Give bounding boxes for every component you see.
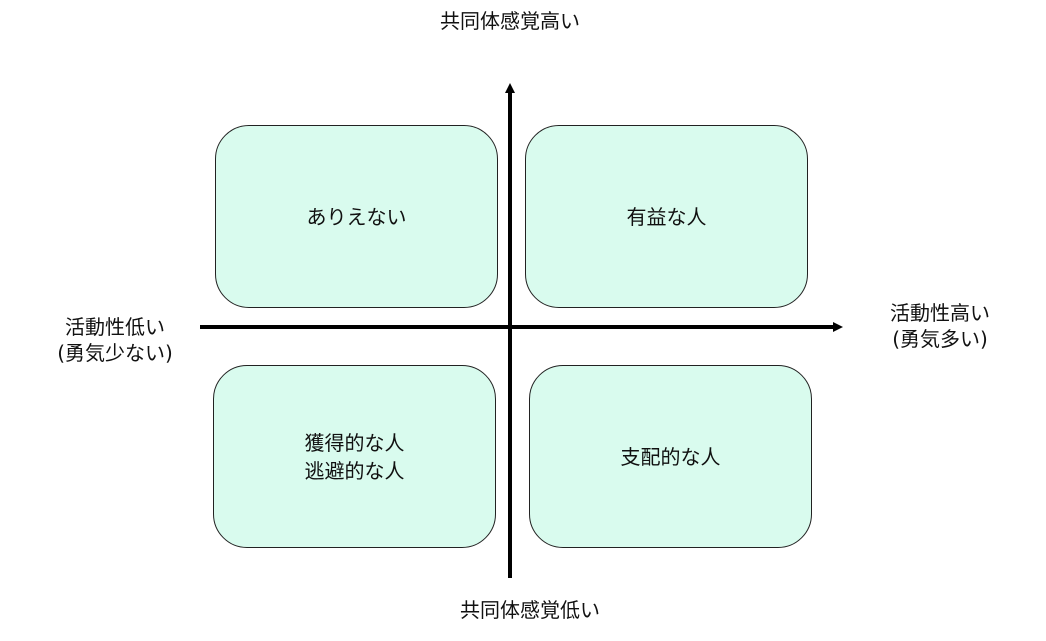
x-axis-right-label-line1: 活動性高い	[890, 301, 990, 325]
quadrant-bottom-right-text: 支配的な人	[620, 444, 721, 469]
quadrant-top-right: 有益な人	[525, 125, 808, 308]
x-axis-right-label-line2: (勇気多い)	[892, 327, 988, 351]
x-axis-left-label: 活動性低い (勇気少ない)	[30, 314, 200, 366]
quadrant-bottom-left-text-1: 獲得的な人	[304, 430, 405, 455]
y-axis-bottom-label: 共同体感覚低い	[460, 598, 600, 622]
quadrant-bottom-right: 支配的な人	[529, 365, 812, 548]
x-axis-left-label-line1: 活動性低い	[65, 315, 165, 339]
x-axis-right-label: 活動性高い (勇気多い)	[855, 300, 1025, 352]
quadrant-bottom-left-text-2: 逃避的な人	[304, 458, 405, 483]
y-axis-top-label: 共同体感覚高い	[440, 9, 580, 33]
quadrant-bottom-left: 獲得的な人 逃避的な人	[213, 365, 496, 548]
x-axis-left-label-line2: (勇気少ない)	[57, 341, 173, 365]
quadrant-top-right-text: 有益な人	[626, 204, 707, 229]
quadrant-top-left: ありえない	[215, 125, 498, 308]
quadrant-top-left-text: ありえない	[306, 204, 407, 229]
